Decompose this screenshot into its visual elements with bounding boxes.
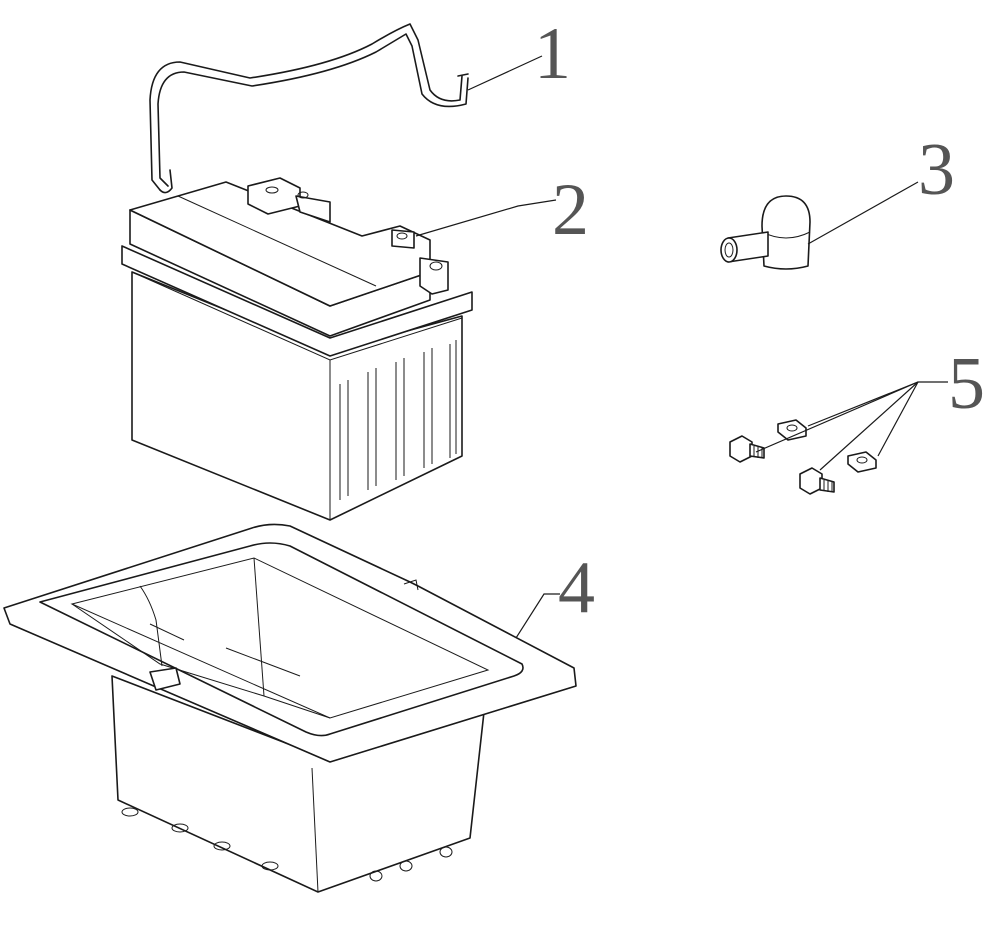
part-1-battery-strap <box>149 23 469 194</box>
callout-5: 5 <box>948 343 985 425</box>
callout-1: 1 <box>534 13 571 95</box>
part-4-battery-tray <box>3 523 577 893</box>
callout-3: 3 <box>918 129 955 211</box>
part-3-terminal-cap <box>720 195 811 270</box>
part-2-battery <box>121 177 473 521</box>
callout-4: 4 <box>558 547 595 629</box>
leader-lines <box>415 55 948 639</box>
callout-2: 2 <box>552 169 589 251</box>
